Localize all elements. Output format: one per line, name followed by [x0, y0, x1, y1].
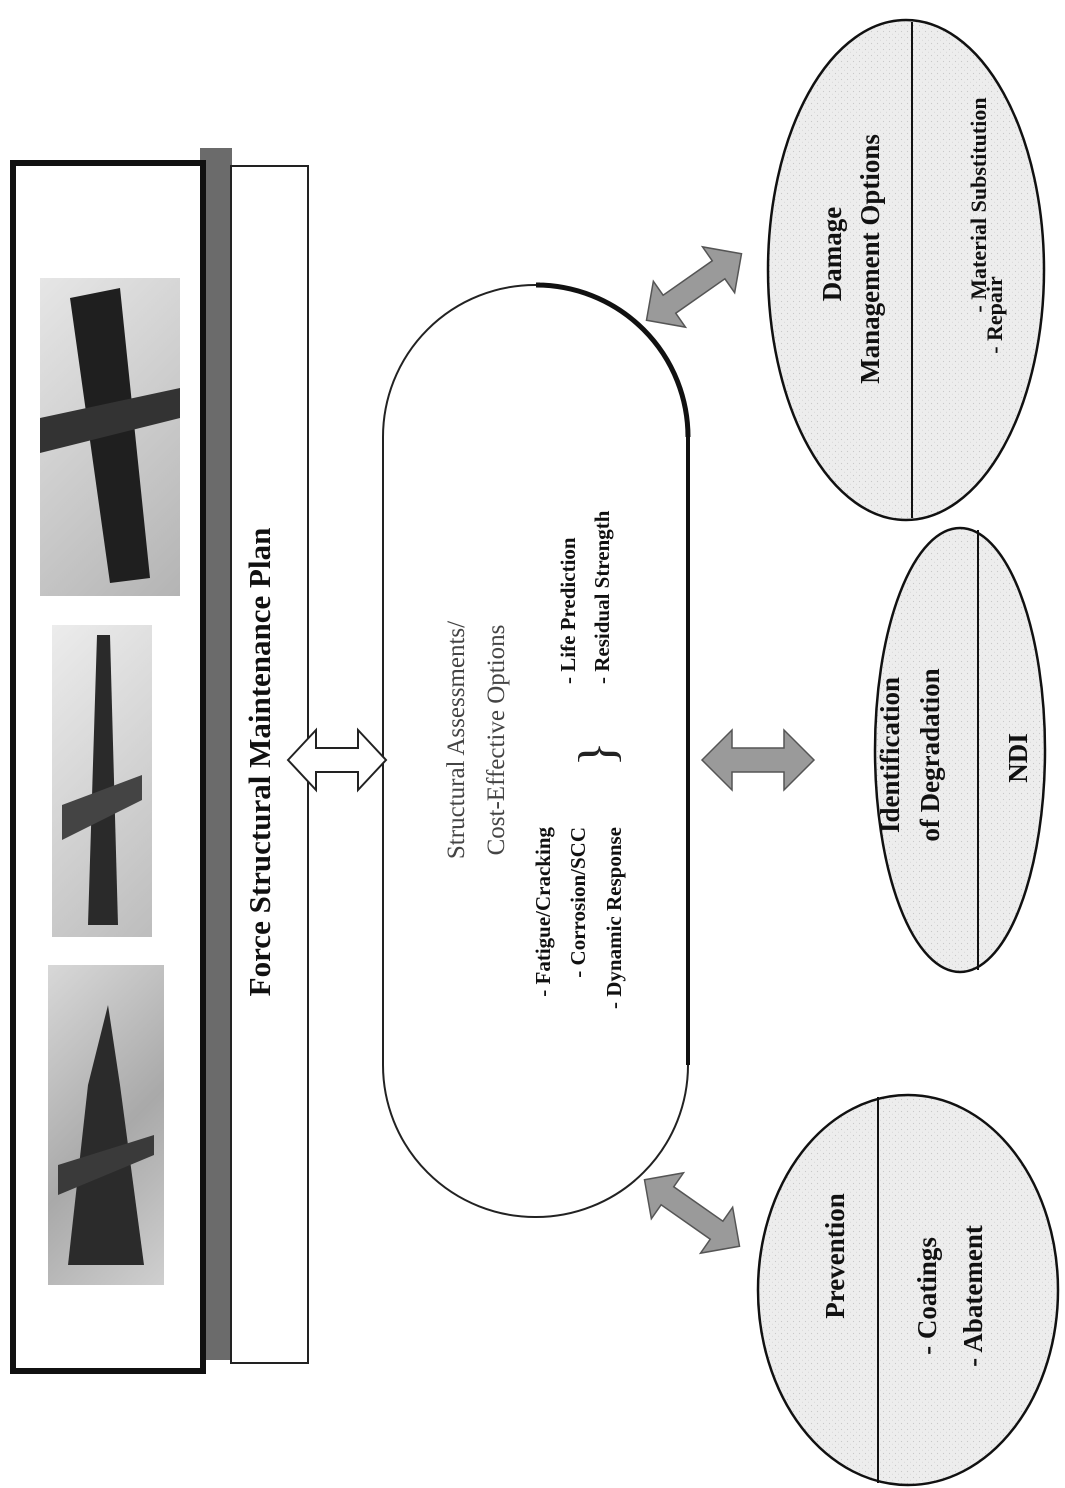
center-left-item-2: - Corrosion/SCC: [566, 827, 590, 978]
identification-double-arrow: [700, 728, 816, 792]
center-right-item-2: - Residual Strength: [590, 510, 614, 684]
center-left-item-3: - Dynamic Response: [602, 827, 626, 1009]
cargo-plane-maintenance-icon: [40, 278, 180, 596]
damage-double-arrow: [645, 245, 743, 329]
banner-panel-double-arrow: [286, 727, 388, 793]
damage-title-line1: Damage: [817, 206, 847, 302]
center-brace: }: [569, 741, 626, 767]
prevention-title: Prevention: [820, 1193, 850, 1319]
damage-item-repair: - Repair: [982, 276, 1007, 354]
center-heading-line1: Structural Assessments/: [443, 620, 470, 860]
structural-assessments-panel: [382, 284, 689, 1218]
identification-oval: [873, 526, 1047, 974]
center-right-item-1: - Life Prediction: [556, 537, 580, 684]
prevention-item-coatings: - Coatings: [912, 1237, 942, 1355]
prevention-item-abatement: - Abatement: [958, 1225, 988, 1367]
fighter-jet-on-ground-icon: [48, 965, 164, 1285]
damage-title-line2: Management Options: [855, 134, 885, 384]
fighter-jet-landing-icon: [52, 625, 152, 937]
identification-title-line1: Identification: [875, 677, 905, 834]
prevention-oval: [756, 1093, 1060, 1487]
damage-management-oval: [766, 18, 1046, 522]
center-left-item-1: - Fatigue/Cracking: [531, 827, 555, 997]
identification-title-line2: of Degradation: [915, 668, 945, 842]
prevention-double-arrow: [643, 1171, 741, 1255]
identification-item-ndi: NDI: [1003, 733, 1033, 783]
center-heading-line2: Cost-Effective Options: [483, 624, 510, 856]
